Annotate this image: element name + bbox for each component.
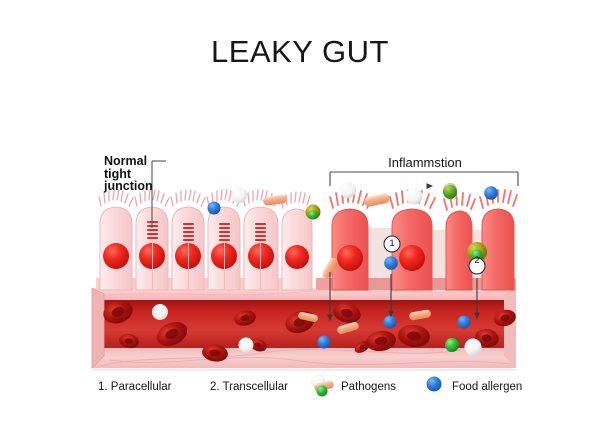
page-title: LEAKY GUT (211, 34, 389, 69)
food-allergen-icon (457, 315, 471, 329)
epithelial-cell-normal (243, 206, 279, 291)
luminal-particles (207, 182, 498, 279)
nucleus (399, 245, 425, 271)
bacteria-icon (364, 193, 390, 207)
normal-epithelium (96, 189, 313, 291)
epithelial-cell-inflamed (331, 208, 369, 291)
epithelial-cell-inflamed (445, 210, 473, 291)
epithelial-cell-normal (171, 206, 205, 291)
white-blood-cells (152, 304, 482, 356)
nucleus (285, 245, 309, 269)
epithelial-cell-normal (207, 206, 241, 291)
bacteria-icon (298, 312, 318, 322)
marker-2-number: 2 (474, 255, 480, 266)
food-allergen-icon (317, 335, 331, 349)
nucleus (337, 245, 363, 271)
tight-junction (218, 222, 231, 242)
legend-item-pathogens: Pathogens (341, 381, 396, 393)
food-allergen-icon (207, 201, 221, 215)
blue-sphere-icon (426, 376, 442, 392)
pathogen-icon (445, 338, 459, 352)
label-normal-tight-junction: Normal tight junction (104, 154, 153, 194)
nucleus (211, 243, 237, 269)
red-blood-cells (103, 300, 516, 362)
blood-vessel (91, 287, 516, 369)
nucleus (175, 243, 201, 269)
translocation-arrows (327, 272, 480, 322)
food-allergen-icon (384, 256, 398, 270)
pathogen-cluster-icon (311, 374, 334, 397)
vessel-particles (298, 309, 471, 352)
bacteria-icon (337, 322, 359, 334)
microvilli (98, 189, 311, 209)
vessel-right-cap (504, 288, 516, 368)
nucleus (103, 243, 129, 269)
marker-1-badge (383, 235, 401, 253)
epithelial-cell-inflamed (481, 208, 515, 291)
nucleus (248, 243, 274, 269)
epithelial-cell-normal (135, 206, 169, 291)
marker-2-badge (468, 257, 486, 275)
epithelial-cell-normal (281, 208, 313, 291)
bacteria-icon (409, 309, 431, 321)
legend-icons (311, 374, 442, 397)
leader-line-normal-tight-junction (151, 160, 166, 228)
legend-item-paracellular: 1. Paracellular (98, 381, 172, 393)
nucleus (139, 243, 165, 269)
food-allergen-icon (383, 315, 397, 329)
white-particle-icon (231, 187, 247, 203)
tight-junction (182, 222, 195, 242)
white-particle-icon (340, 182, 356, 198)
pathogen-icon (471, 249, 483, 261)
epithelial-cell-normal (99, 206, 133, 291)
bracket-inflammation (329, 171, 519, 186)
pathogen-icon (443, 183, 457, 197)
white-particle-icon (405, 187, 423, 205)
epithelial-cell-inflamed (391, 208, 433, 291)
tight-junction (254, 222, 267, 242)
pathogen-icon (308, 210, 318, 220)
inflamed-epithelium (316, 189, 518, 291)
vessel-left-cap (91, 287, 105, 369)
label-inflammation: Inflammstion (388, 155, 462, 170)
marker-1-number: 1 (389, 238, 395, 249)
bacteria-icon (322, 257, 338, 279)
legend-item-food-allergen: Food allergen (452, 381, 523, 393)
bacteria-icon (263, 194, 287, 206)
translocation-markers (383, 235, 487, 275)
legend-item-transcellular: 2. Transcellular (210, 381, 288, 393)
food-allergen-icon (484, 186, 498, 200)
